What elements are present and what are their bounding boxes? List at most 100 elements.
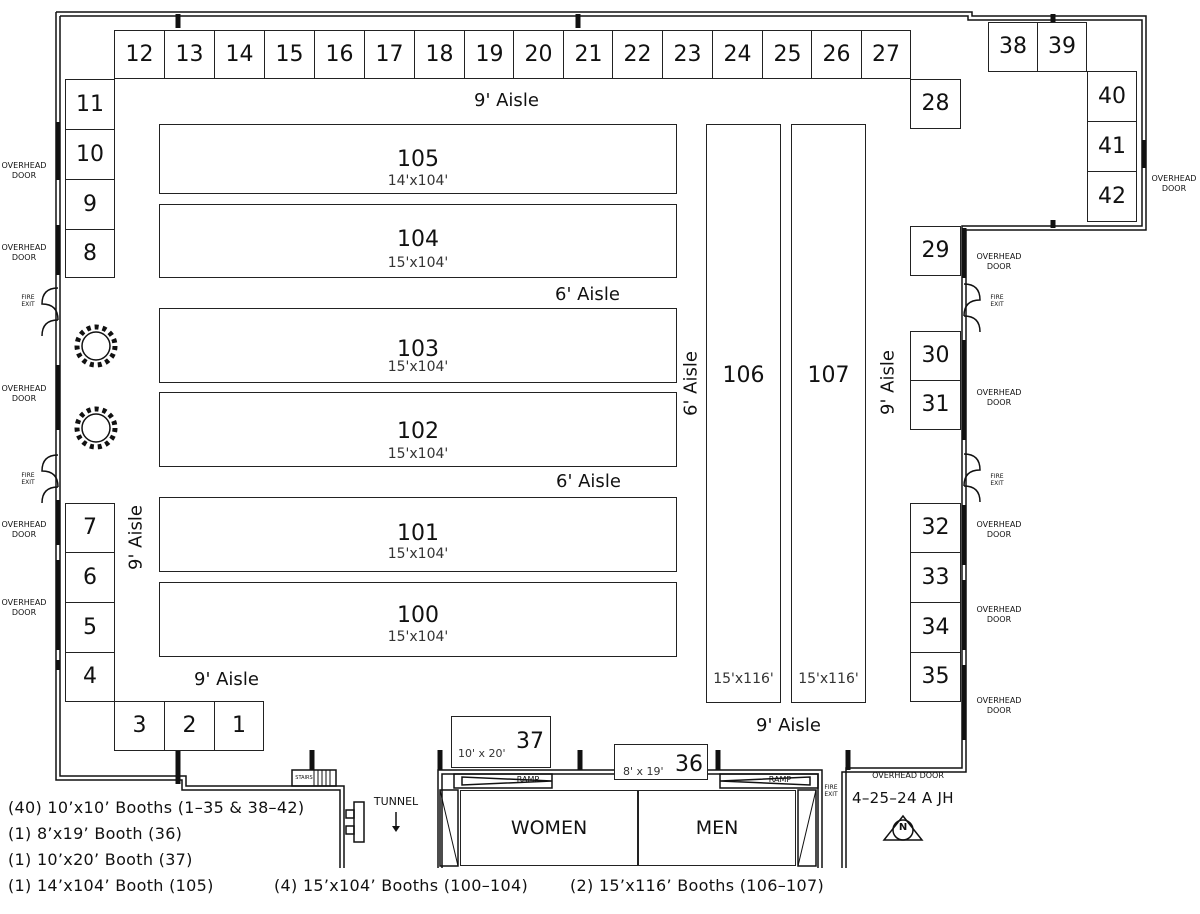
booth-18[interactable]: 18 <box>414 30 465 79</box>
booth-105[interactable]: 105 14'x104' <box>159 124 677 194</box>
booth-25[interactable]: 25 <box>762 30 813 79</box>
booth-100[interactable]: 100 15'x104' <box>159 582 677 657</box>
booth-size: 10' x 20' <box>458 747 506 760</box>
aisle-label-center-vertical: 6' Aisle <box>680 351 702 416</box>
booth-29[interactable]: 29 <box>910 226 961 276</box>
booth-size: 14'x104' <box>387 173 449 189</box>
booth-13[interactable]: 13 <box>164 30 215 79</box>
booth-24[interactable]: 24 <box>712 30 763 79</box>
booth-107[interactable]: 107 15'x116' <box>791 124 866 703</box>
booth-15[interactable]: 15 <box>264 30 315 79</box>
aisle-label-top: 9' Aisle <box>474 90 539 111</box>
booth-number: 103 <box>397 337 439 362</box>
legend-line-1: (40) 10’x10’ Booths (1–35 & 38–42) <box>8 798 305 817</box>
booth-10[interactable]: 10 <box>65 129 115 180</box>
booth-33[interactable]: 33 <box>910 552 961 603</box>
booth-11[interactable]: 11 <box>65 79 115 130</box>
aisle-label-upper-mid: 6' Aisle <box>555 284 620 305</box>
booth-101[interactable]: 101 15'x104' <box>159 497 677 572</box>
booth-1[interactable]: 1 <box>214 701 264 751</box>
booth-number: 102 <box>397 419 439 444</box>
aisle-label-right-vertical: 9' Aisle <box>877 350 899 415</box>
booth-35[interactable]: 35 <box>910 652 961 702</box>
booth-4[interactable]: 4 <box>65 652 115 702</box>
booth-103[interactable]: 103 15'x104' <box>159 308 677 383</box>
booth-31[interactable]: 31 <box>910 380 961 430</box>
north-arrow-icon <box>882 814 924 841</box>
mens-restroom: MEN <box>638 790 796 866</box>
booth-104[interactable]: 104 15'x104' <box>159 204 677 278</box>
booth-32[interactable]: 32 <box>910 503 961 553</box>
booth-number: 36 <box>675 752 703 777</box>
booth-size: 15'x104' <box>387 546 449 562</box>
booth-17[interactable]: 17 <box>364 30 415 79</box>
legend-line-2: (1) 8’x19’ Booth (36) <box>8 824 183 843</box>
round-table-icon <box>74 406 118 450</box>
booth-30[interactable]: 30 <box>910 331 961 381</box>
booth-2[interactable]: 2 <box>164 701 215 751</box>
booth-number: 106 <box>722 363 765 388</box>
booth-28[interactable]: 28 <box>910 79 961 129</box>
booth-14[interactable]: 14 <box>214 30 265 79</box>
booth-41[interactable]: 41 <box>1087 121 1137 172</box>
booth-40[interactable]: 40 <box>1087 71 1137 122</box>
booth-23[interactable]: 23 <box>662 30 713 79</box>
booth-42[interactable]: 42 <box>1087 171 1137 222</box>
booth-36[interactable]: 36 8' x 19' <box>614 744 708 780</box>
booth-12[interactable]: 12 <box>114 30 165 79</box>
booth-number: 104 <box>397 227 439 252</box>
booth-3[interactable]: 3 <box>114 701 165 751</box>
booth-size: 8' x 19' <box>623 765 664 778</box>
booth-34[interactable]: 34 <box>910 602 961 653</box>
ramp-label: RAMP <box>516 775 540 784</box>
tunnel-label: TUNNEL <box>373 795 419 808</box>
booth-size: 15'x116' <box>713 671 774 687</box>
booth-9[interactable]: 9 <box>65 179 115 230</box>
aisle-label-bottom-left: 9' Aisle <box>194 669 259 690</box>
booth-19[interactable]: 19 <box>464 30 515 79</box>
booth-38[interactable]: 38 <box>988 22 1038 72</box>
booth-20[interactable]: 20 <box>513 30 564 79</box>
booth-7[interactable]: 7 <box>65 503 115 553</box>
legend-line-5: (4) 15’x104’ Booths (100–104) <box>274 876 529 895</box>
aisle-label-left: 9' Aisle <box>125 505 147 570</box>
booth-22[interactable]: 22 <box>612 30 663 79</box>
aisle-label-lower-mid: 6' Aisle <box>556 471 621 492</box>
booth-size: 15'x116' <box>798 671 859 687</box>
booth-27[interactable]: 27 <box>861 30 911 79</box>
overhead-door-label: OVERHEAD DOOR <box>872 771 944 780</box>
booth-size: 15'x104' <box>387 446 449 462</box>
booth-number: 37 <box>516 729 544 754</box>
booth-number: 107 <box>807 363 850 388</box>
booth-21[interactable]: 21 <box>563 30 614 79</box>
legend-line-4: (1) 14’x104’ Booth (105) <box>8 876 214 895</box>
booth-5[interactable]: 5 <box>65 602 115 653</box>
booth-106[interactable]: 106 15'x116' <box>706 124 781 703</box>
booth-8[interactable]: 8 <box>65 229 115 278</box>
booth-102[interactable]: 102 15'x104' <box>159 392 677 467</box>
booth-26[interactable]: 26 <box>811 30 862 79</box>
aisle-label-bottom-right: 9' Aisle <box>756 715 821 736</box>
legend-line-3: (1) 10’x20’ Booth (37) <box>8 850 193 869</box>
stairs-label: STAIRS <box>295 775 313 781</box>
booth-37[interactable]: 37 10' x 20' <box>451 716 551 768</box>
booth-6[interactable]: 6 <box>65 552 115 603</box>
booth-16[interactable]: 16 <box>314 30 365 79</box>
booth-39[interactable]: 39 <box>1037 22 1087 72</box>
